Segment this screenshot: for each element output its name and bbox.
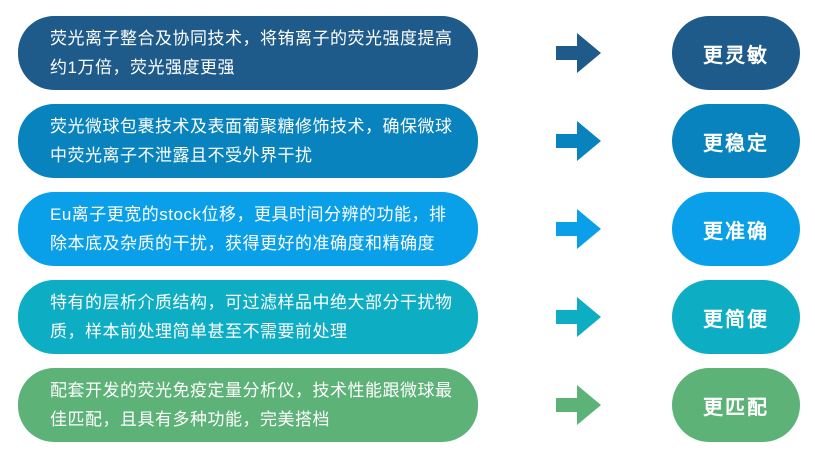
benefit-label: 更匹配 bbox=[703, 396, 769, 419]
benefit-badge: 更灵敏 bbox=[672, 16, 800, 90]
feature-row-simplicity: 特有的层析介质结构，可过滤样品中绝大部分干扰物质，样本前处理简单甚至不需要前处理… bbox=[18, 280, 815, 354]
benefit-badge: 更准确 bbox=[672, 192, 800, 266]
feature-row-accuracy: Eu离子更宽的stock位移，更具时间分辨的功能，排除本底及杂质的干扰，获得更好… bbox=[18, 192, 815, 266]
feature-description-box: Eu离子更宽的stock位移，更具时间分辨的功能，排除本底及杂质的干扰，获得更好… bbox=[18, 192, 478, 266]
feature-description-text: 荧光微球包裹技术及表面葡聚糖修饰技术，确保微球中荧光离子不泄露且不受外界干扰 bbox=[50, 117, 453, 165]
right-arrow-icon bbox=[556, 296, 602, 338]
benefit-label: 更简便 bbox=[703, 308, 769, 331]
benefit-label: 更稳定 bbox=[703, 132, 769, 155]
feature-description-box: 荧光微球包裹技术及表面葡聚糖修饰技术，确保微球中荧光离子不泄露且不受外界干扰 bbox=[18, 104, 478, 178]
feature-description-text: 荧光离子整合及协同技术，将铕离子的荧光强度提高约1万倍，荧光强度更强 bbox=[50, 29, 453, 77]
feature-description-box: 配套开发的荧光免疫定量分析仪，技术性能跟微球最佳匹配，且具有多种功能，完美搭档 bbox=[18, 368, 478, 442]
benefit-label: 更准确 bbox=[703, 220, 769, 243]
right-arrow-icon bbox=[556, 32, 602, 74]
right-arrow-icon bbox=[556, 120, 602, 162]
benefit-badge: 更匹配 bbox=[672, 368, 800, 442]
benefit-badge: 更稳定 bbox=[672, 104, 800, 178]
feature-row-matching: 配套开发的荧光免疫定量分析仪，技术性能跟微球最佳匹配，且具有多种功能，完美搭档 … bbox=[18, 368, 815, 442]
right-arrow-icon bbox=[556, 384, 602, 426]
feature-row-stability: 荧光微球包裹技术及表面葡聚糖修饰技术，确保微球中荧光离子不泄露且不受外界干扰 更… bbox=[18, 104, 815, 178]
feature-description-text: Eu离子更宽的stock位移，更具时间分辨的功能，排除本底及杂质的干扰，获得更好… bbox=[50, 205, 447, 253]
benefit-label: 更灵敏 bbox=[703, 44, 769, 67]
feature-row-sensitivity: 荧光离子整合及协同技术，将铕离子的荧光强度提高约1万倍，荧光强度更强 更灵敏 bbox=[18, 16, 815, 90]
right-arrow-icon bbox=[556, 208, 602, 250]
feature-description-box: 荧光离子整合及协同技术，将铕离子的荧光强度提高约1万倍，荧光强度更强 bbox=[18, 16, 478, 90]
feature-description-text: 配套开发的荧光免疫定量分析仪，技术性能跟微球最佳匹配，且具有多种功能，完美搭档 bbox=[50, 381, 453, 429]
feature-description-text: 特有的层析介质结构，可过滤样品中绝大部分干扰物质，样本前处理简单甚至不需要前处理 bbox=[50, 293, 453, 341]
feature-description-box: 特有的层析介质结构，可过滤样品中绝大部分干扰物质，样本前处理简单甚至不需要前处理 bbox=[18, 280, 478, 354]
benefit-badge: 更简便 bbox=[672, 280, 800, 354]
